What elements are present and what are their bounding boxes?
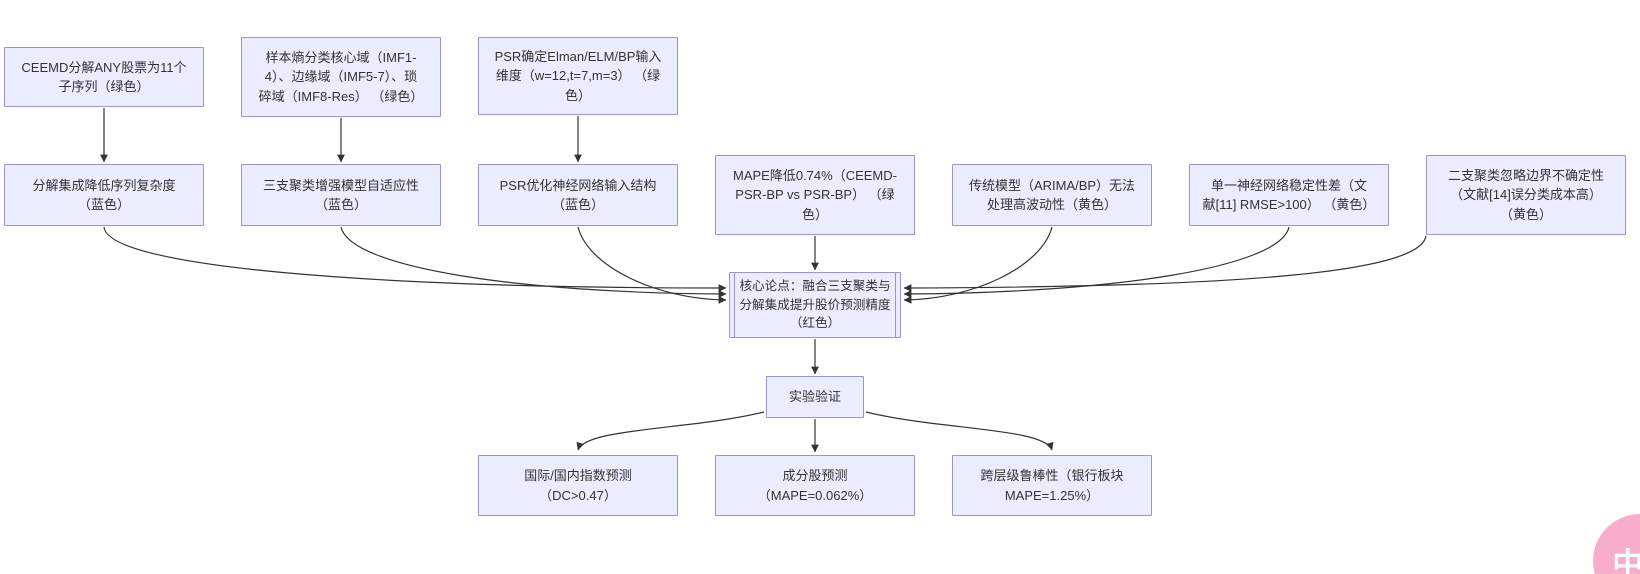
edge-r2c2-core (340, 226, 727, 298)
node-traditional-model-limit: 传统模型（ARIMA/BP）无法 处理高波动性（黄色） (952, 164, 1152, 226)
edge-r2c6-core (903, 226, 1290, 298)
node-label: PSR优化神经网络输入结构 （蓝色） (499, 177, 657, 213)
node-label: 实验验证 (788, 389, 841, 405)
node-two-way-clustering-limit: 二支聚类忽略边界不确定性 （文献[14]误分类成本高） （黄色） (1426, 155, 1626, 235)
edge-exp-b1 (576, 411, 765, 451)
node-experiment-validation: 实验验证 (766, 376, 864, 418)
node-label: 三支聚类增强模型自适应性 （蓝色） (262, 177, 419, 213)
node-index-prediction: 国际/国内指数预测 （DC>0.47） (478, 455, 678, 516)
edge-r2c7-core (903, 235, 1427, 292)
node-label: 国际/国内指数预测 （DC>0.47） (524, 468, 632, 503)
node-mape-reduction: MAPE降低0.74%（CEEMD- PSR-BP vs PSR-BP） （绿 … (715, 155, 915, 235)
edge-exp-b3 (865, 411, 1054, 451)
node-decompose-integration: 分解集成降低序列复杂度 （蓝色） (4, 164, 204, 226)
node-label: 成分股预测 （MAPE=0.062%） (757, 468, 873, 503)
translate-icon: 中A (1612, 546, 1640, 574)
node-psr-dimension: PSR确定Elman/ELM/BP输入 维度（w=12,t=7,m=3） （绿 … (478, 37, 678, 115)
edge-r2c1-core (103, 226, 727, 292)
node-label: CEEMD分解ANY股票为11个 子序列（绿色） (21, 59, 187, 95)
node-ceemd-decompose: CEEMD分解ANY股票为11个 子序列（绿色） (4, 47, 204, 107)
node-label: PSR确定Elman/ELM/BP输入 维度（w=12,t=7,m=3） （绿 … (494, 48, 662, 103)
node-core-thesis: 核心论点：融合三支聚类与 分解集成提升股价预测精度 （红色） (729, 272, 901, 338)
node-cross-level-robustness: 跨层级鲁棒性（银行板块 MAPE=1.25%） (952, 455, 1152, 516)
node-label: 单一神经网络稳定性差（文 献[11] RMSE>100） （黄色） (1202, 177, 1376, 213)
translate-float-button[interactable]: 中A (1593, 514, 1640, 574)
node-label: 分解集成降低序列复杂度 （蓝色） (32, 177, 176, 213)
edge-r2c5-core (903, 226, 1053, 304)
node-sample-entropy: 样本熵分类核心域（IMF1- 4）、边缘域（IMF5-7）、琐 碎域（IMF8-… (241, 37, 441, 117)
node-single-nn-instability: 单一神经网络稳定性差（文 献[11] RMSE>100） （黄色） (1189, 164, 1389, 226)
node-label: 跨层级鲁棒性（银行板块 MAPE=1.25%） (980, 468, 1124, 503)
node-constituent-prediction: 成分股预测 （MAPE=0.062%） (715, 455, 915, 516)
node-psr-optimization: PSR优化神经网络输入结构 （蓝色） (478, 164, 678, 226)
node-label: MAPE降低0.74%（CEEMD- PSR-BP vs PSR-BP） （绿 … (733, 167, 897, 222)
node-label: 核心论点：融合三支聚类与 分解集成提升股价预测精度 （红色） (739, 278, 891, 331)
node-label: 样本熵分类核心域（IMF1- 4）、边缘域（IMF5-7）、琐 碎域（IMF8-… (258, 49, 424, 104)
node-three-way-clustering: 三支聚类增强模型自适应性 （蓝色） (241, 164, 441, 226)
node-label: 传统模型（ARIMA/BP）无法 处理高波动性（黄色） (968, 177, 1136, 213)
edge-r2c3-core (577, 226, 727, 304)
node-label: 二支聚类忽略边界不确定性 （文献[14]误分类成本高） （黄色） (1447, 167, 1604, 222)
